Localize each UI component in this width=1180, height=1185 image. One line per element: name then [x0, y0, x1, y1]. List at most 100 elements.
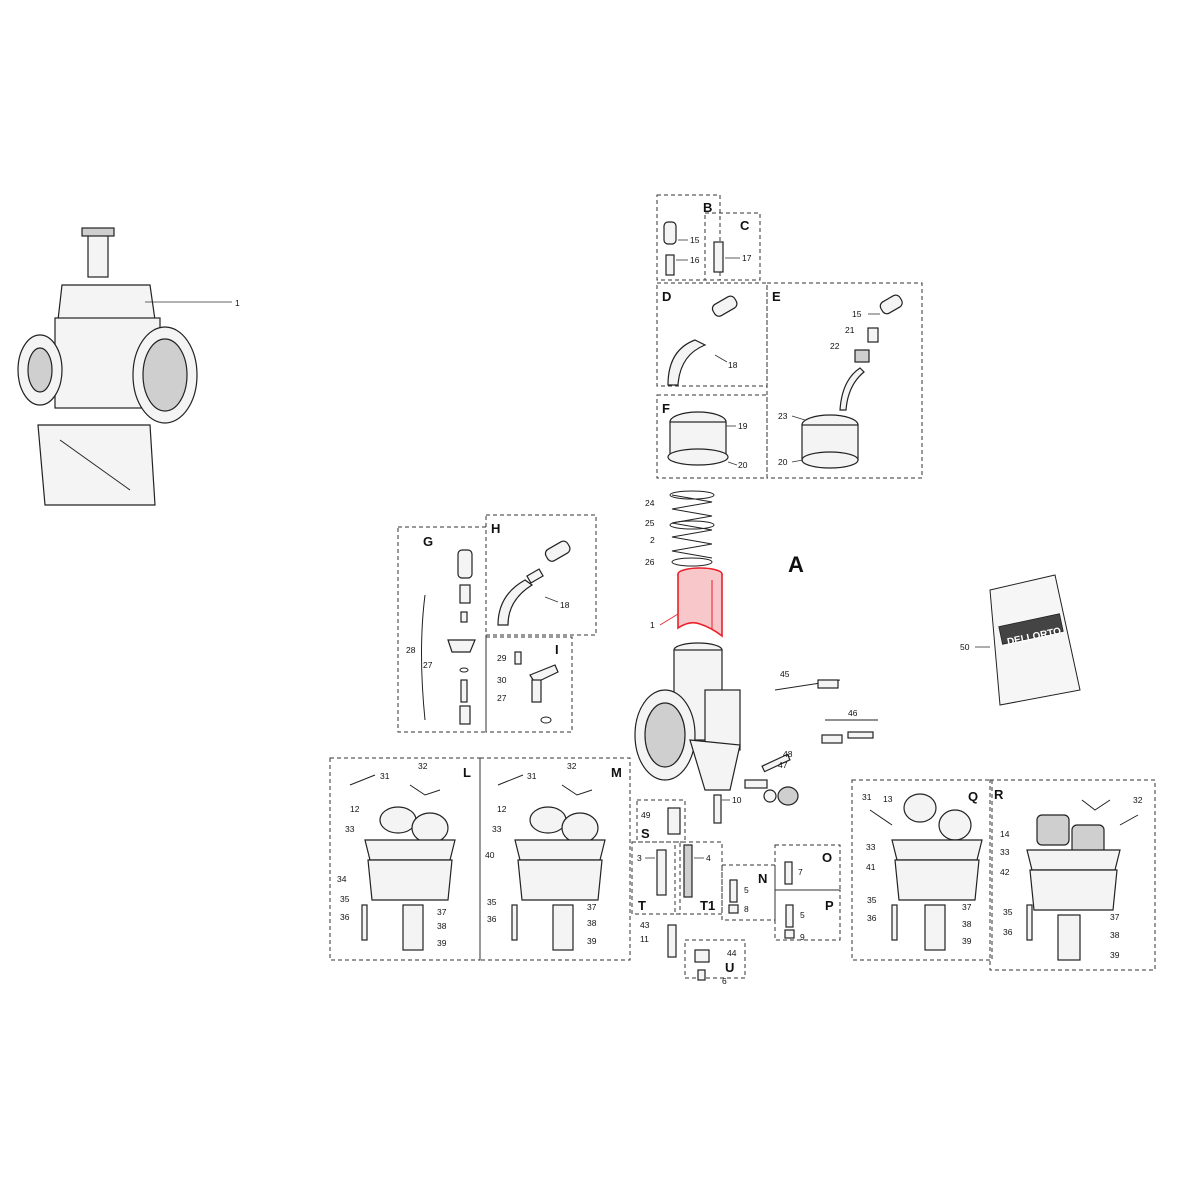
kit-bag: DELLORTO 50 [960, 574, 1081, 706]
callout-p-5: 5 [800, 910, 805, 920]
callout-spring-25: 25 [645, 518, 655, 528]
callout-t1-4: 4 [706, 853, 711, 863]
callout-m-39: 39 [587, 936, 597, 946]
callout-body-10: 10 [732, 795, 742, 805]
group-letter-e: E [772, 289, 781, 304]
callout-r-14: 14 [1000, 829, 1010, 839]
callout-e-20: 20 [778, 457, 788, 467]
callout-q-38: 38 [962, 919, 972, 929]
callout-spring-24: 24 [645, 498, 655, 508]
group-letters: B C D E F G H I L M S T T1 N O P U Q R A [423, 200, 1004, 975]
callout-i-27: 27 [497, 693, 507, 703]
callout-body-46: 46 [848, 708, 858, 718]
group-letter-c: C [740, 218, 750, 233]
group-f-parts: 19 20 [667, 411, 748, 470]
callout-q-37: 37 [962, 902, 972, 912]
callout-l-32: 32 [418, 761, 428, 771]
group-letter-u: U [725, 960, 734, 975]
callout-u-6: 6 [722, 976, 727, 986]
group-e-parts: 15 21 22 23 20 [778, 294, 903, 469]
callout-r-38: 38 [1110, 930, 1120, 940]
group-letter-p: P [825, 898, 834, 913]
group-o-parts: 7 [784, 861, 803, 885]
callout-e-22: 22 [830, 341, 840, 351]
callout-t-3: 3 [637, 853, 642, 863]
callout-m-12: 12 [497, 804, 507, 814]
group-letter-h: H [491, 521, 500, 536]
overview-carburettor: 1 [17, 227, 240, 506]
body-side-parts: 45 46 48 47 10 43 11 [640, 669, 878, 958]
callout-l-35: 35 [340, 894, 350, 904]
callout-m-40: 40 [485, 850, 495, 860]
callout-n-5: 5 [744, 885, 749, 895]
callout-q-31: 31 [862, 792, 872, 802]
callout-b-16: 16 [690, 255, 700, 265]
group-c-parts: 17 [713, 241, 752, 273]
group-i-parts: 29 30 27 [497, 651, 559, 724]
callout-d-18: 18 [728, 360, 738, 370]
callout-p-9: 9 [800, 932, 805, 942]
group-p-parts: 5 9 [784, 904, 805, 942]
callout-i-29: 29 [497, 653, 507, 663]
callout-i-30: 30 [497, 675, 507, 685]
callout-q-13: 13 [883, 794, 893, 804]
callout-m-37: 37 [587, 902, 597, 912]
group-letter-b: B [703, 200, 712, 215]
group-letter-l: L [463, 765, 471, 780]
group-letter-m: M [611, 765, 622, 780]
group-h-parts: 18 [497, 540, 571, 626]
callout-q-36: 36 [867, 913, 877, 923]
callout-m-35: 35 [487, 897, 497, 907]
callout-m-31: 31 [527, 771, 537, 781]
callout-q-39: 39 [962, 936, 972, 946]
callout-e-21: 21 [845, 325, 855, 335]
callout-s-49: 49 [641, 810, 651, 820]
callout-g-28: 28 [406, 645, 416, 655]
callout-l-37: 37 [437, 907, 447, 917]
callout-m-38: 38 [587, 918, 597, 928]
group-letter-t: T [638, 898, 646, 913]
group-letter-o: O [822, 850, 832, 865]
group-letter-i: I [555, 642, 559, 657]
callout-h-18: 18 [560, 600, 570, 610]
group-letter-s: S [641, 826, 650, 841]
callout-g-27: 27 [423, 660, 433, 670]
spring-stack: 24 25 2 26 [645, 490, 715, 567]
callout-r-42: 42 [1000, 867, 1010, 877]
group-u-parts: 44 6 [694, 948, 737, 986]
callout-kit-50: 50 [960, 642, 970, 652]
callout-q-35: 35 [867, 895, 877, 905]
callout-body-45: 45 [780, 669, 790, 679]
callout-u-44: 44 [727, 948, 737, 958]
callout-body-11: 11 [640, 934, 649, 944]
main-carburettor-body [634, 642, 741, 791]
callout-e-15: 15 [852, 309, 862, 319]
group-d-parts: 18 [667, 295, 738, 386]
callout-l-33: 33 [345, 824, 355, 834]
callout-body-47: 47 [778, 760, 788, 770]
callout-r-35: 35 [1003, 907, 1013, 917]
group-g-parts: 28 27 [406, 549, 476, 725]
callout-e-23: 23 [778, 411, 788, 421]
callout-l-39: 39 [437, 938, 447, 948]
callout-b-15: 15 [690, 235, 700, 245]
group-letter-q: Q [968, 789, 978, 804]
group-letter-g: G [423, 534, 433, 549]
callout-l-36: 36 [340, 912, 350, 922]
group-s-parts: 49 [641, 807, 681, 835]
callout-m-32: 32 [567, 761, 577, 771]
callout-l-38: 38 [437, 921, 447, 931]
callout-n-8: 8 [744, 904, 749, 914]
callout-o-7: 7 [798, 867, 803, 877]
callout-l-31: 31 [380, 771, 390, 781]
callout-r-37: 37 [1110, 912, 1120, 922]
group-letter-n: N [758, 871, 767, 886]
group-letter-d: D [662, 289, 671, 304]
callout-r-36: 36 [1003, 927, 1013, 937]
callout-spring-2: 2 [650, 535, 655, 545]
group-letter-r: R [994, 787, 1004, 802]
callout-r-33: 33 [1000, 847, 1010, 857]
callout-l-12: 12 [350, 804, 360, 814]
